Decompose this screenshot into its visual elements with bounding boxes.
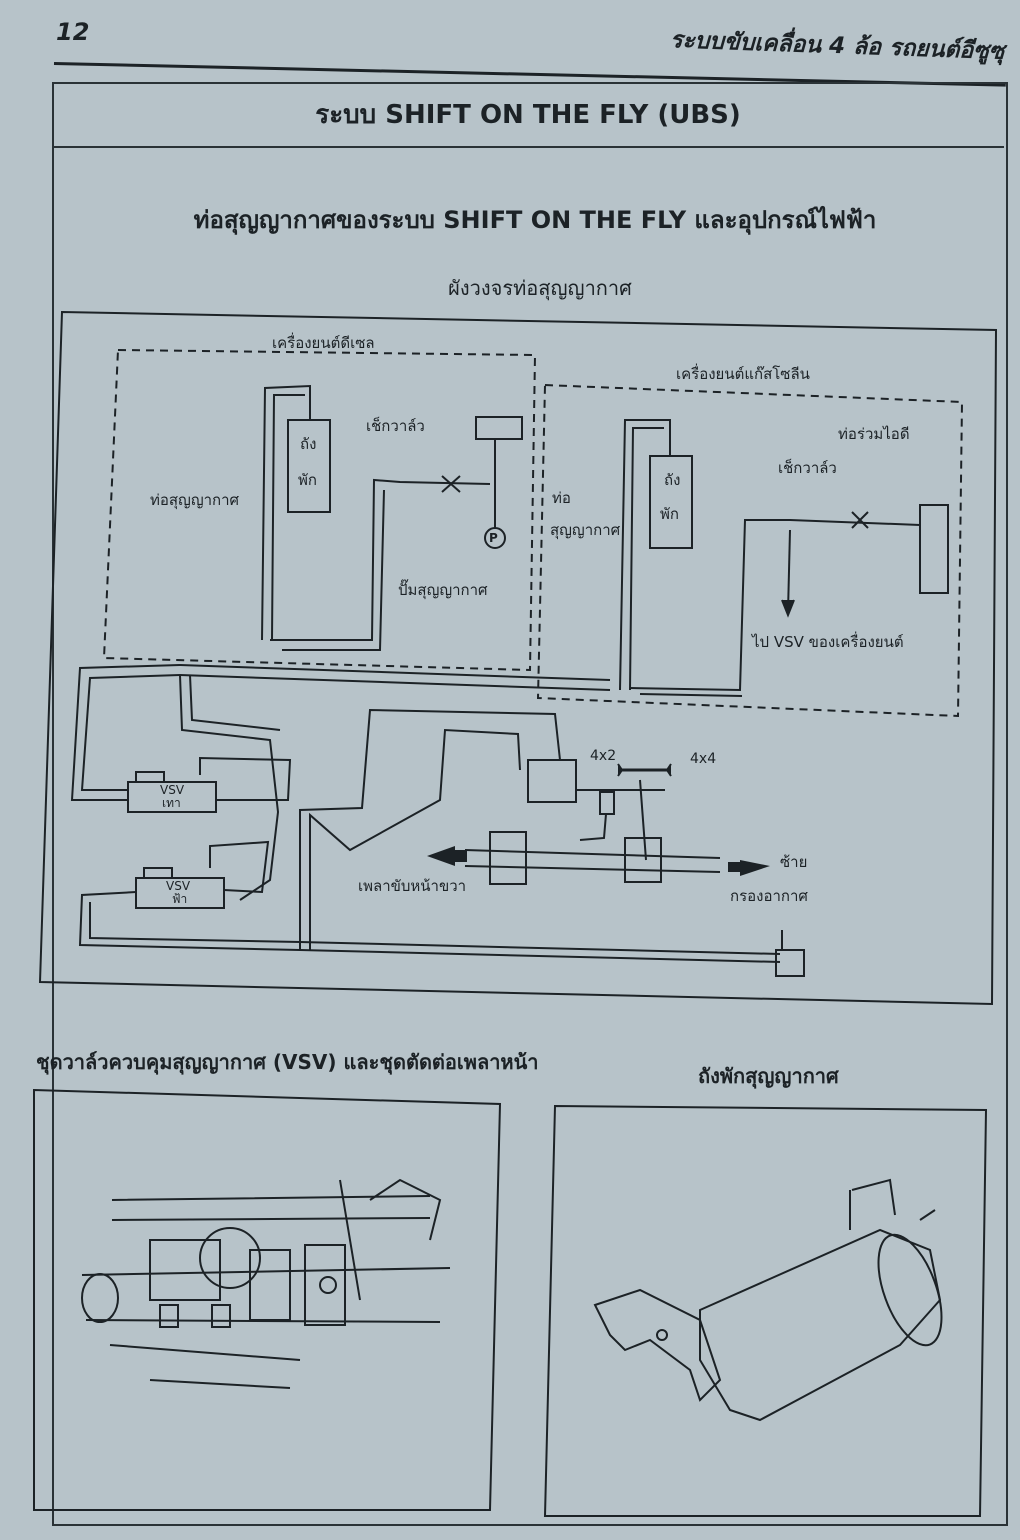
label-gasoline-engine: เครื่องยนต์แก๊สโซลีน xyxy=(676,365,810,383)
vacuum-pump xyxy=(484,527,506,549)
label-vacuum-hose-diesel: ท่อสุญญากาศ xyxy=(150,491,240,509)
label-intake-manifold: ท่อร่วมไอดี xyxy=(838,425,910,443)
label-vsv-blue-1: VSV xyxy=(166,879,191,893)
arrow-right-shaft xyxy=(427,846,455,866)
caption-vacuum-tank: ถังพักสุญญากาศ xyxy=(698,1064,839,1088)
label-check-valve-gasoline: เช็กวาล์ว xyxy=(778,459,837,477)
label-vacuum-hose-gasoline-1: ท่อ xyxy=(552,489,571,507)
vacuum-pump-head xyxy=(475,416,523,440)
label-vacuum-pump: ปั๊มสุญญากาศ xyxy=(398,581,488,599)
differential xyxy=(489,831,527,885)
diagram-title: ผังวงจรท่อสุญญากาศ xyxy=(448,276,632,300)
label-vsv-blue-2: ฟ้า xyxy=(172,892,188,906)
label-tank-diesel-2: พัก xyxy=(298,471,317,489)
air-filter xyxy=(775,949,805,977)
label-front-right-shaft: เพลาขับหน้าขวา xyxy=(358,877,467,895)
banner-title-text: ระบบ SHIFT ON THE FLY (UBS) xyxy=(315,99,741,130)
label-mode-4x2: 4x2 xyxy=(590,748,617,764)
label-check-valve-diesel: เช็กวาล์ว xyxy=(366,417,425,435)
gasoline-region xyxy=(536,384,964,718)
label-vacuum-hose-gasoline-2: สุญญากาศ xyxy=(550,521,621,539)
clutch-hub xyxy=(624,837,662,883)
label-tank-diesel-1: ถัง xyxy=(300,435,317,453)
section-title: ท่อสุญญากาศของระบบ SHIFT ON THE FLY และอ… xyxy=(193,206,877,234)
label-vsv-gray-1: VSV xyxy=(160,783,185,797)
diesel-region xyxy=(102,349,537,672)
vsv-gray xyxy=(127,781,217,813)
page-frame xyxy=(52,82,1008,1526)
label-to-engine-vsv: ไป VSV ของเครื่องยนต์ xyxy=(752,633,904,651)
label-left: ซ้าย xyxy=(780,853,808,871)
intake-manifold xyxy=(919,504,949,594)
label-tank-gasoline-1: ถัง xyxy=(664,471,681,489)
label-pump-symbol: P xyxy=(489,531,498,545)
label-diesel-engine: เครื่องยนต์ดีเซล xyxy=(272,334,375,352)
banner-title: ระบบ SHIFT ON THE FLY (UBS) xyxy=(52,82,1004,148)
label-tank-gasoline-2: พัก xyxy=(660,505,679,523)
label-air-filter: กรองอากาศ xyxy=(730,887,808,905)
shift-actuator xyxy=(527,759,577,803)
caption-vsv-assembly: ชุดวาล์วควบคุมสุญญากาศ (VSV) และชุดตัดต่… xyxy=(36,1050,539,1074)
diagram-border xyxy=(38,310,998,1006)
label-mode-4x4: 4x4 xyxy=(690,751,717,767)
arrow-left-shaft xyxy=(740,860,770,876)
page-number: 12 xyxy=(56,18,90,46)
label-vsv-gray-2: เทา xyxy=(162,796,181,810)
